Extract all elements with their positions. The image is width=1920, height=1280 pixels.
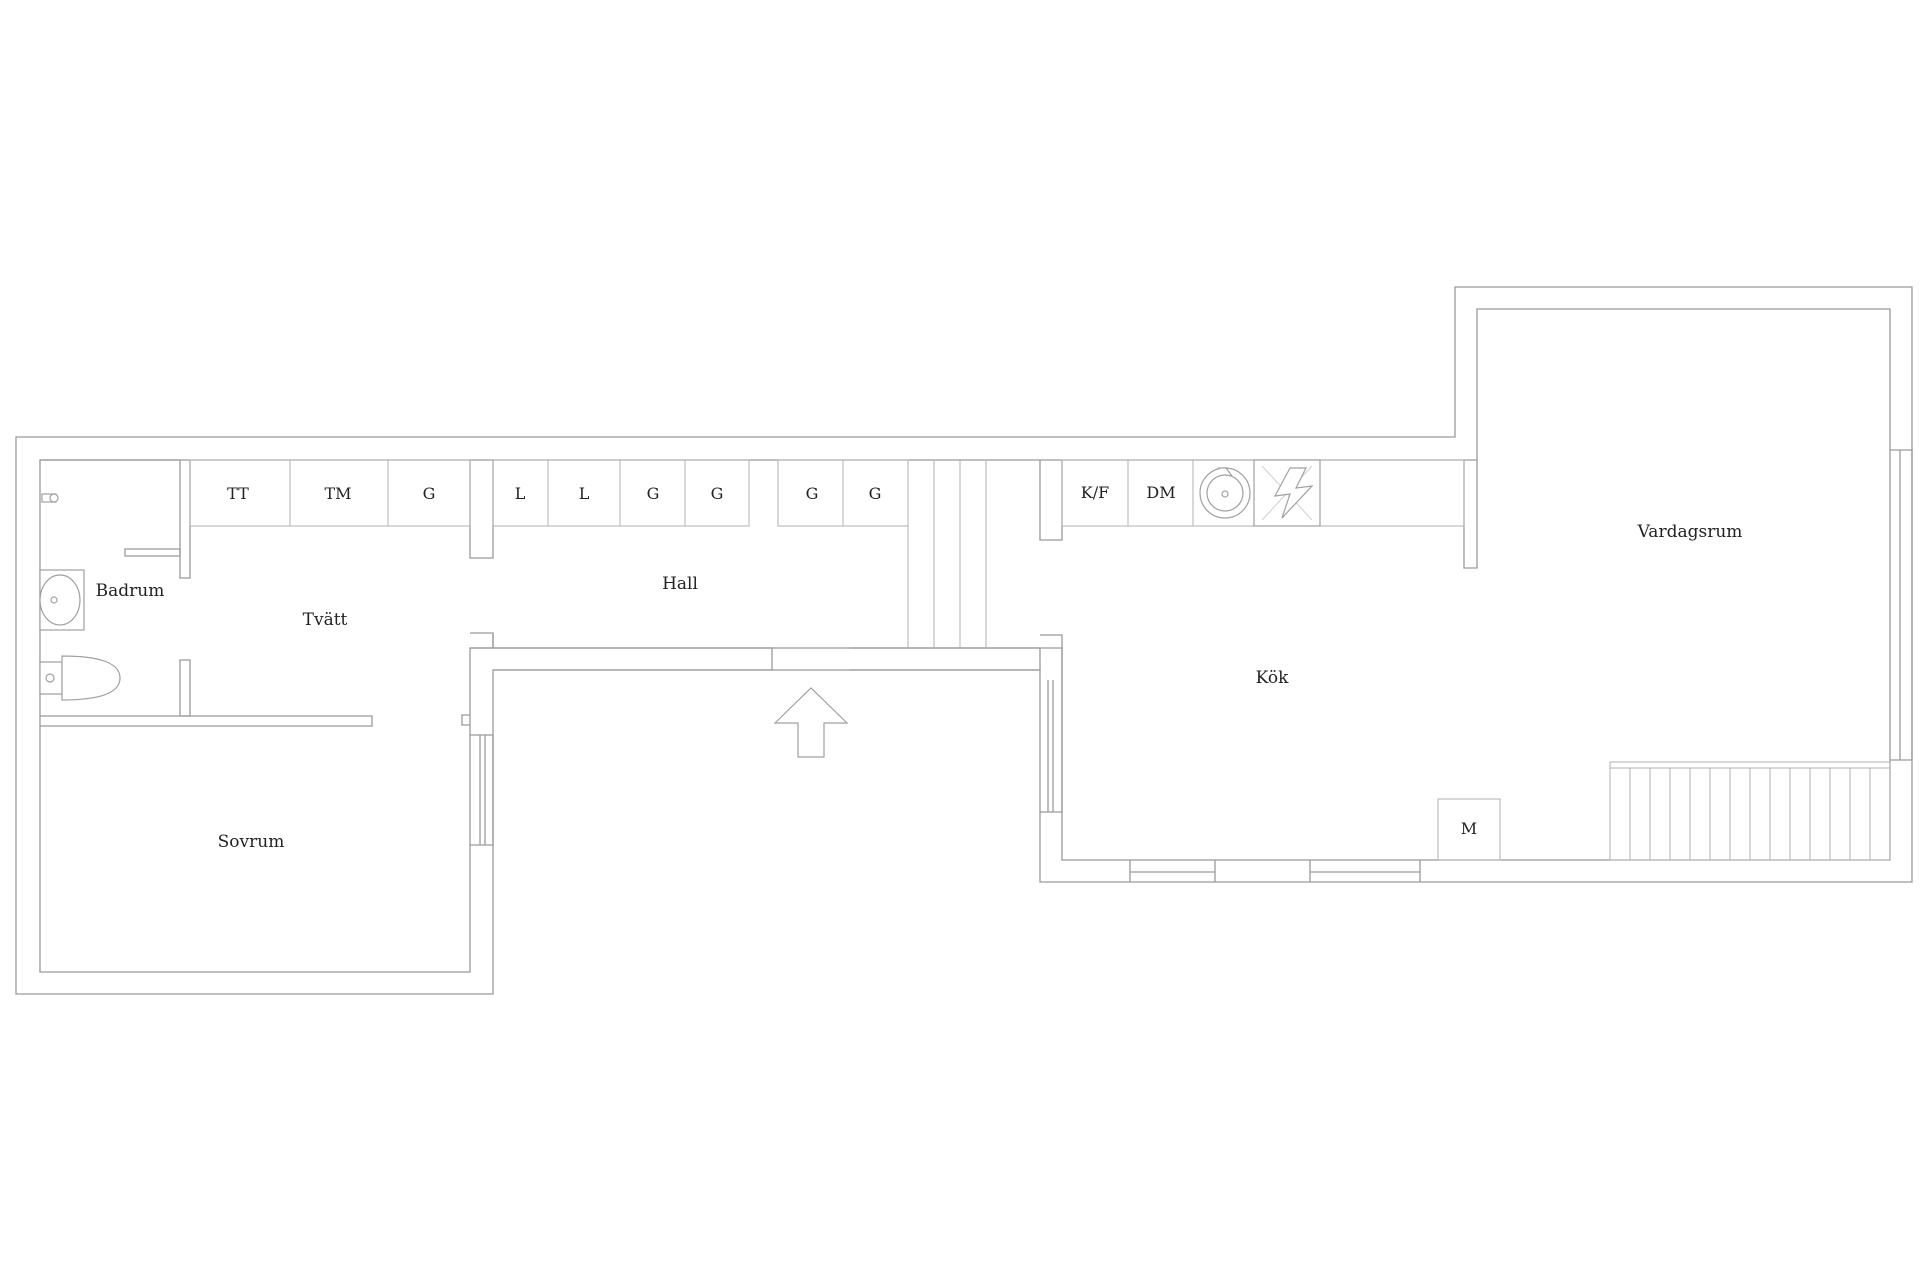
laundry-cabinets xyxy=(189,459,471,527)
room-label-hall: Hall xyxy=(662,574,698,594)
stairs-icon xyxy=(1609,761,1891,861)
cabinet-label-dm: DM xyxy=(1146,483,1175,502)
hall-shelves xyxy=(907,460,987,648)
room-label-tvatt: Tvätt xyxy=(303,610,348,630)
tap-icon xyxy=(41,493,59,503)
room-label-vardagsrum: Vardagsrum xyxy=(1637,522,1743,542)
toilet-icon xyxy=(39,655,121,701)
m-unit xyxy=(1437,798,1501,861)
entrance-arrow-icon xyxy=(773,687,849,758)
stove-icon xyxy=(1253,459,1321,527)
partition-walls xyxy=(40,449,1913,882)
cabinet-label-tt: TT xyxy=(227,484,249,503)
sink-icon xyxy=(1199,467,1251,519)
room-label-sovrum: Sovrum xyxy=(218,832,285,852)
cabinet-label-tm: TM xyxy=(324,484,351,503)
outer-wall xyxy=(15,286,1913,995)
cabinet-label-g5: G xyxy=(869,484,882,503)
cabinet-label-g1: G xyxy=(423,484,436,503)
cabinet-label-m: M xyxy=(1461,819,1477,838)
cabinet-label-kf: K/F xyxy=(1081,483,1109,502)
cabinet-label-l2: L xyxy=(579,484,590,503)
room-label-badrum: Badrum xyxy=(96,581,165,601)
room-label-kok: Kök xyxy=(1256,668,1289,688)
inner-wall xyxy=(39,308,1891,973)
cabinet-label-g3: G xyxy=(711,484,724,503)
cabinet-label-l1: L xyxy=(515,484,526,503)
washbasin-icon xyxy=(39,569,85,631)
hall-cabinets xyxy=(492,459,909,527)
cabinet-label-g2: G xyxy=(647,484,660,503)
cabinet-label-g4: G xyxy=(806,484,819,503)
